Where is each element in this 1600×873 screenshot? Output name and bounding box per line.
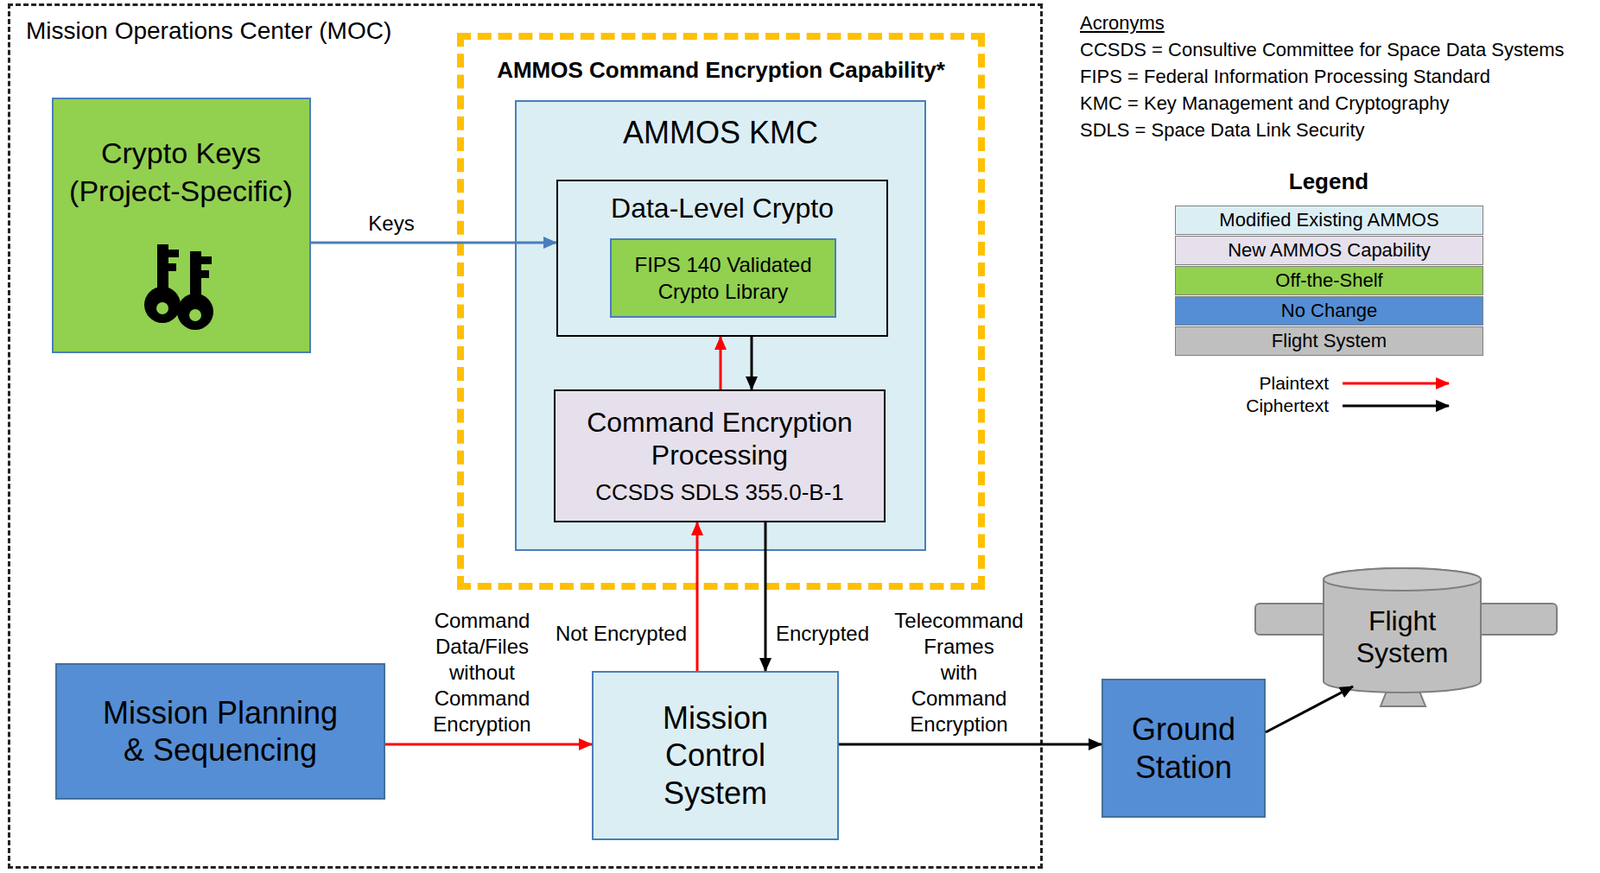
connector-arrow — [719, 336, 723, 390]
acronym-note: FIPS = Federal Information Processing St… — [1079, 65, 1491, 88]
process-box: Command Encryption ProcessingCCSDS SDLS … — [553, 389, 886, 523]
node-text: AMMOS Command Encryption Capability* — [496, 57, 946, 84]
legend-title: Legend — [1288, 169, 1369, 196]
legend-swatch: Flight System — [1174, 326, 1484, 356]
kmc-box: AMMOS KMC Data-Level CryptoFIPS 140 Valid… — [514, 100, 927, 552]
spacecraft: Flight System — [1322, 567, 1482, 694]
acronym-note: KMC = Key Management and Cryptography — [1079, 92, 1449, 115]
node-text: Ground Station — [1110, 711, 1258, 786]
node-text: Mission Planning & Sequencing — [95, 694, 346, 769]
key-store-box: Crypto Keys (Project-Specific) — [51, 97, 312, 354]
legend-text: Flight System — [1271, 330, 1387, 353]
legend-text: New AMMOS Capability — [1227, 239, 1431, 262]
connector-arrow — [750, 336, 754, 390]
key-icon — [51, 97, 311, 354]
process-box: Mission Planning & Sequencing — [55, 663, 386, 800]
capability-boundary: AMMOS Command Encryption Capability* AMMO… — [457, 32, 985, 591]
connector-arrow — [385, 743, 592, 747]
legend-swatch: Off-the-Shelf — [1174, 266, 1484, 296]
legend-text: Ciphertext — [1245, 395, 1329, 417]
solar-panel — [1255, 603, 1327, 635]
station-box: Ground Station — [1101, 679, 1266, 819]
node-text: Data-Level Crypto — [610, 191, 834, 225]
legend-text: Off-the-Shelf — [1275, 269, 1383, 293]
edge-label: Telecommand Frames with Command Encrypti… — [889, 608, 1029, 738]
acronym-note: Acronyms — [1079, 12, 1165, 34]
node-text: FIPS 140 Validated Crypto Library — [619, 251, 827, 305]
legend-swatch: Modified Existing AMMOS — [1174, 205, 1484, 235]
edge-label: Encrypted — [775, 622, 870, 647]
node-text: Crypto Keys (Project-Specific) — [60, 133, 303, 210]
connector-arrow — [764, 522, 768, 672]
library-box: FIPS 140 Validated Crypto Library — [609, 238, 837, 318]
connector-arrow — [838, 743, 1102, 747]
connector-arrow — [1265, 686, 1353, 733]
region-boundary: Mission Operations Center (MOC) AMMOS Com… — [7, 3, 1043, 870]
legend-text: Plaintext — [1258, 373, 1329, 394]
node-text: CCSDS SDLS 355.0-B-1 — [595, 479, 845, 507]
solar-panel — [1478, 603, 1557, 635]
node-text: Flight System — [1337, 605, 1467, 670]
connector-arrow — [311, 241, 558, 245]
legend-swatch: New AMMOS Capability — [1174, 235, 1484, 266]
acronym-note: CCSDS = Consultive Committee for Space D… — [1079, 38, 1565, 61]
legend-line-sample — [1342, 405, 1449, 408]
crypto-box: Data-Level CryptoFIPS 140 Validated Cryp… — [556, 179, 889, 337]
legend-text: No Change — [1281, 299, 1378, 323]
node-text: Command Encryption Processing — [564, 406, 876, 473]
connector-arrow — [696, 522, 699, 672]
edge-label: Command Data/Files without Command Encry… — [412, 608, 552, 738]
node-text: Mission Control System — [624, 699, 807, 813]
edge-label: Keys — [368, 211, 414, 236]
process-box: Mission Control System — [591, 671, 839, 841]
node-text: AMMOS KMC — [622, 114, 819, 152]
legend-text: Modified Existing AMMOS — [1219, 209, 1439, 232]
legend-line-sample — [1342, 382, 1449, 386]
edge-label: Not Encrypted — [555, 622, 687, 647]
acronym-note: SDLS = Space Data Link Security — [1079, 119, 1366, 141]
legend-swatch: No Change — [1174, 296, 1484, 326]
node-text: Mission Operations Center (MOC) — [25, 16, 392, 46]
